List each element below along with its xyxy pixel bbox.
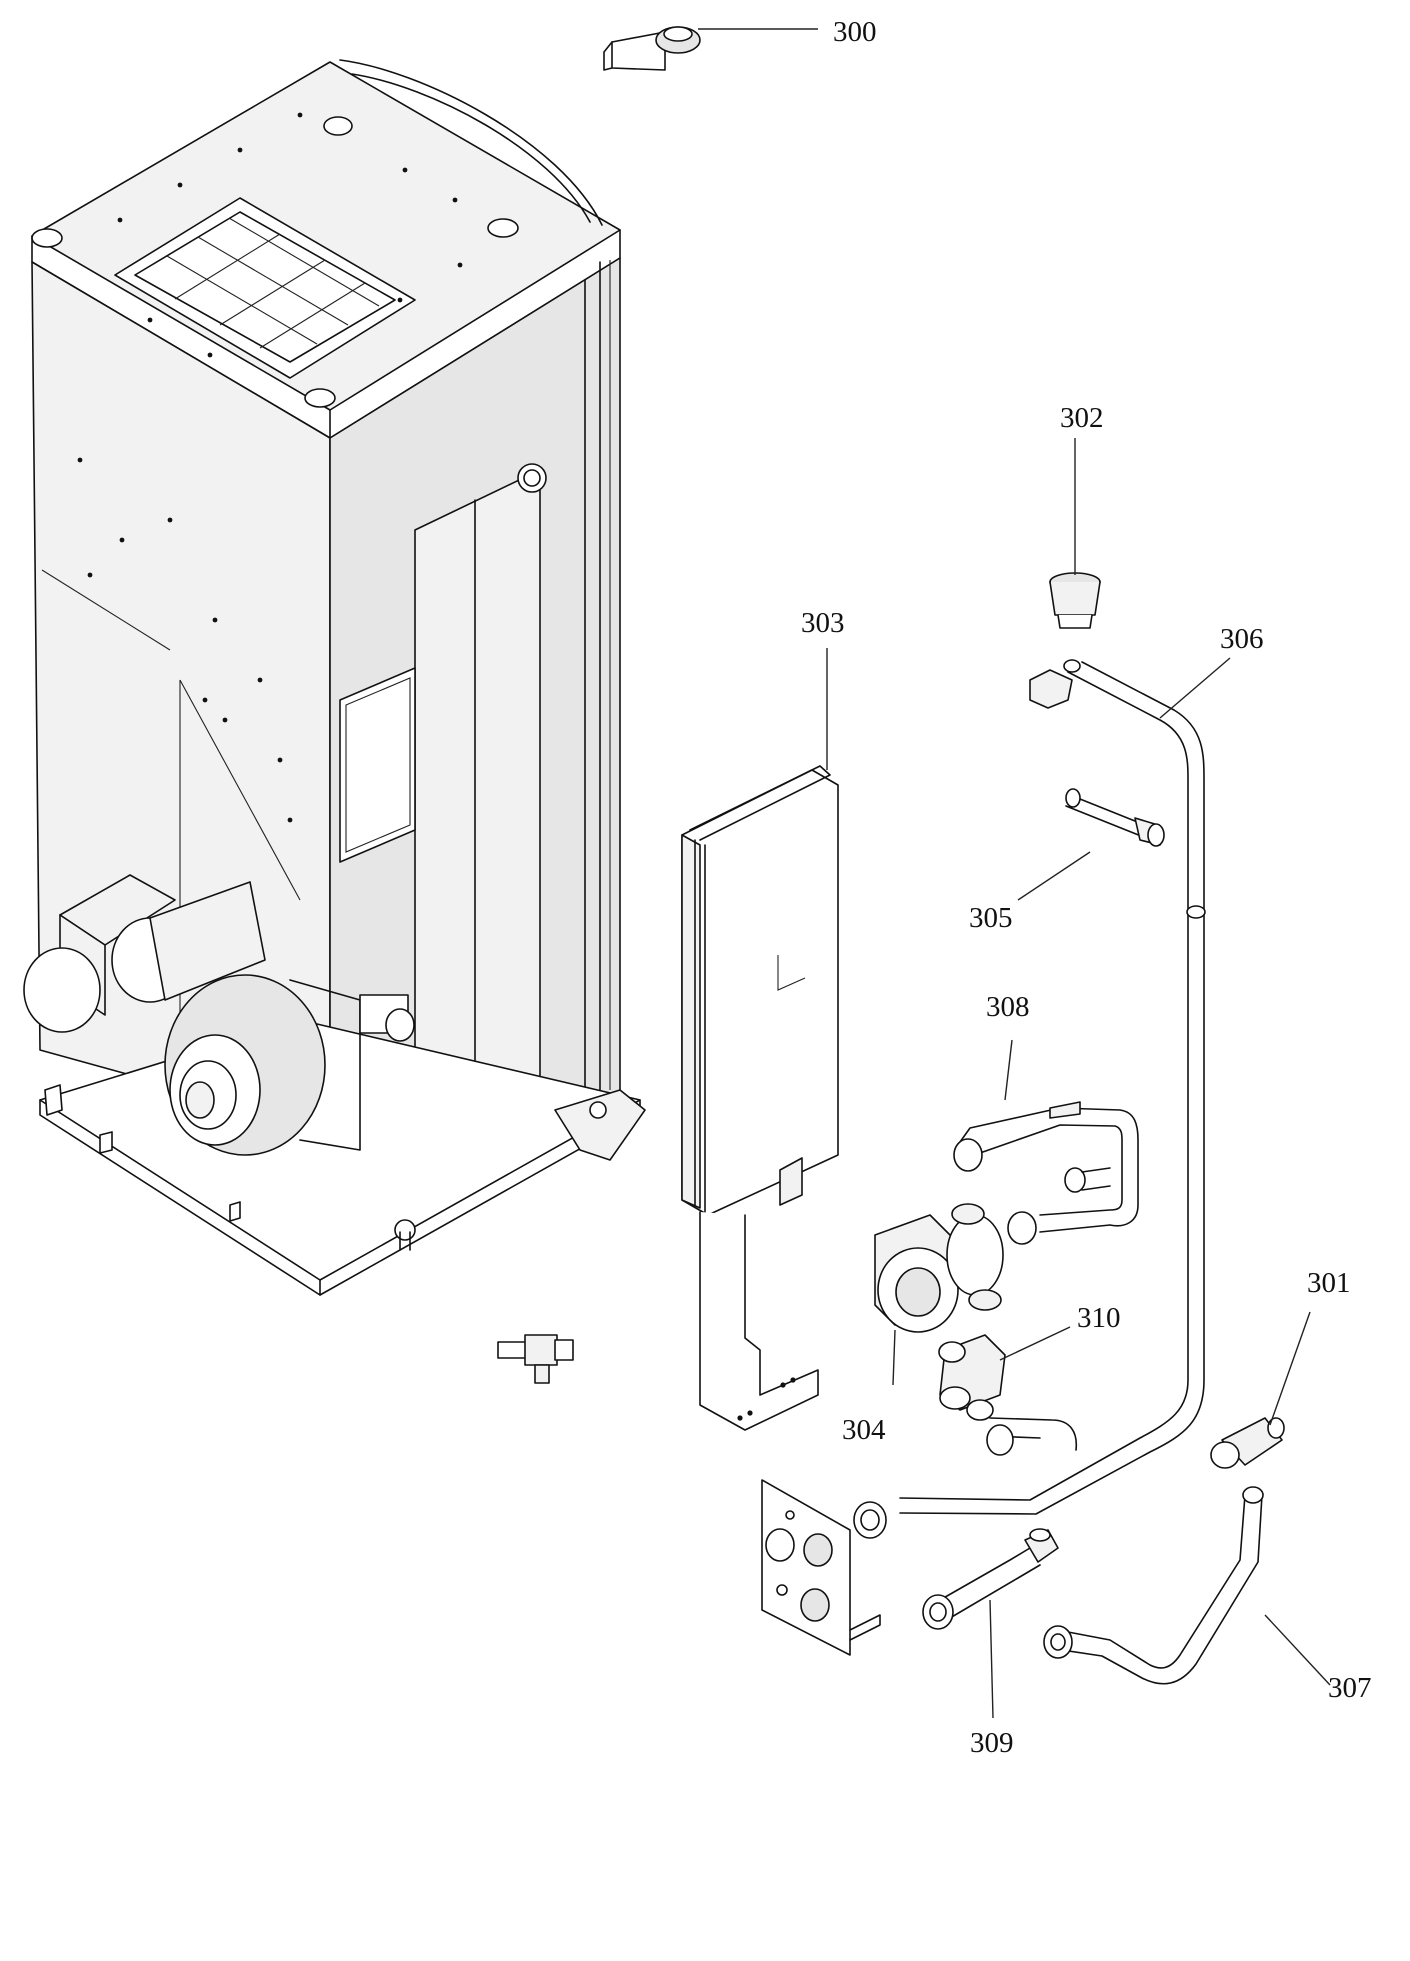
- callout-302: 302: [1060, 402, 1104, 434]
- callout-310: 310: [1077, 1302, 1121, 1334]
- part-306: [853, 659, 1206, 1539]
- callout-308: 308: [986, 991, 1030, 1023]
- fan-assembly: [23, 874, 415, 1156]
- callout-301: 301: [1307, 1267, 1351, 1299]
- callout-309: 309: [970, 1727, 1014, 1759]
- part-310: [938, 1334, 1006, 1421]
- part-304: [874, 1203, 1004, 1333]
- boiler-body: [23, 59, 646, 1296]
- callout-labels: 300 302 303 306 305 308 310 304 301 307 …: [801, 16, 1372, 1759]
- callout-303: 303: [801, 607, 845, 639]
- part-307: [1043, 1486, 1264, 1685]
- part-309: [922, 1528, 1059, 1630]
- callout-300: 300: [833, 16, 877, 48]
- part-300: [603, 26, 701, 71]
- part-301: [1210, 1417, 1285, 1469]
- part-308: [953, 1101, 1139, 1245]
- part-302: [1049, 572, 1101, 629]
- part-305: [1065, 788, 1165, 847]
- callout-306: 306: [1220, 623, 1264, 655]
- callout-305: 305: [969, 902, 1013, 934]
- drain-tap: [497, 1334, 574, 1384]
- mounting-plate: [761, 1479, 881, 1656]
- callout-304: 304: [842, 1414, 886, 1446]
- part-303: [681, 765, 839, 1431]
- leader-lines: [698, 28, 1331, 1719]
- callout-307: 307: [1328, 1672, 1372, 1704]
